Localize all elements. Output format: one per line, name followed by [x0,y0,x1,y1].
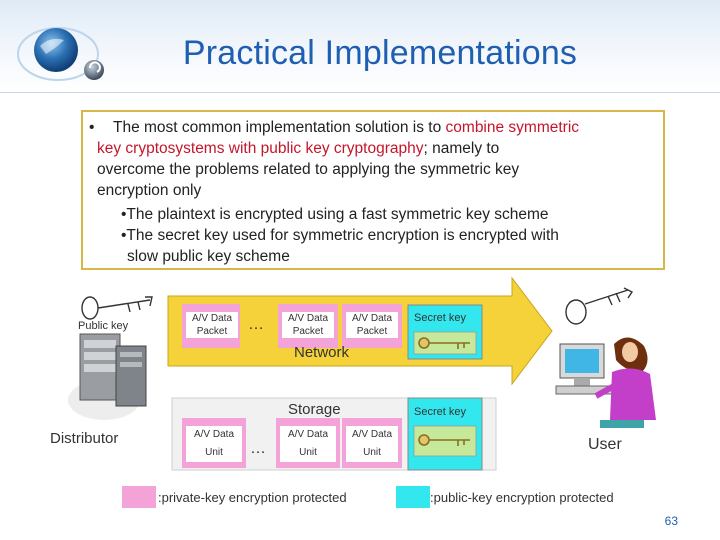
packet-1-line2: Packet [196,326,228,337]
header-band [0,0,720,92]
network-secret-key-label: Secret key [414,312,466,324]
bullet-mark: • [89,119,95,136]
unit-1-line2: Unit [205,447,223,458]
slide-title: Practical Implementations [182,34,578,72]
bullet-line-4: encryption only [97,182,202,199]
bullet-line-3: overcome the problems related to applyin… [97,161,520,178]
packet-3-line1: A/V Data [351,313,393,324]
unit-2-line2: Unit [299,447,317,458]
storage-label: Storage [288,401,341,418]
sub-bullet-1: •The plaintext is encrypted using a fast… [121,206,549,223]
unit-3: A/V Data Unit [346,426,398,462]
private-key-label: Private key [564,325,619,337]
sub-bullet-3: slow public key scheme [127,248,290,265]
packet-1-line1: A/V Data [191,313,233,324]
summary-box: • The most common implementation solutio… [81,110,665,270]
legend-cyan-text: :public-key encryption protected [430,490,614,505]
server-icon [68,333,147,420]
private-key-icon [565,287,634,325]
public-key-icon [81,296,153,320]
network-key-icon [418,337,470,349]
packet-3-line2: Packet [356,326,388,337]
unit-1: A/V Data Unit [186,426,242,462]
legend-pink-swatch [122,486,156,508]
user-icon [555,337,656,428]
packet-1: A/V Data Packet [186,312,238,338]
storage-key-icon [418,434,470,446]
bullet-line-2-text: ; namely to [423,140,500,157]
unit-2: A/V Data Unit [280,426,336,462]
unit-3-line1: A/V Data [351,429,393,440]
bullet-line-2: key cryptosystems with public key crypto… [97,138,663,159]
packet-ellipsis: … [248,316,264,333]
unit-1-line1: A/V Data [193,429,235,440]
bullet-highlight-1: combine symmetric [445,119,580,136]
user-label: User [588,436,622,453]
unit-2-line1: A/V Data [287,429,329,440]
legend-pink-text: :private-key encryption protected [158,490,347,505]
bullet-line-1: The most common implementation solution … [113,117,665,138]
bullet-highlight-2: key cryptosystems with public key crypto… [97,140,424,157]
header-divider [0,92,720,93]
network-label: Network [294,344,350,361]
unit-3-line2: Unit [363,447,381,458]
legend-cyan-swatch [396,486,430,508]
packet-2-line2: Packet [292,326,324,337]
globe-logo-icon [17,27,104,81]
unit-ellipsis: … [250,440,266,457]
packet-2: A/V Data Packet [282,312,334,338]
storage-secret-key-label: Secret key [414,406,466,418]
page-number: 63 [664,514,678,528]
sub-bullet-2: •The secret key used for symmetric encry… [121,227,559,244]
packet-2-line1: A/V Data [287,313,329,324]
bullet-line-1-text: The most common implementation solution … [113,119,446,136]
packet-3: A/V Data Packet [346,312,398,338]
distributor-label: Distributor [50,430,119,447]
public-key-label: Public key [78,320,129,332]
